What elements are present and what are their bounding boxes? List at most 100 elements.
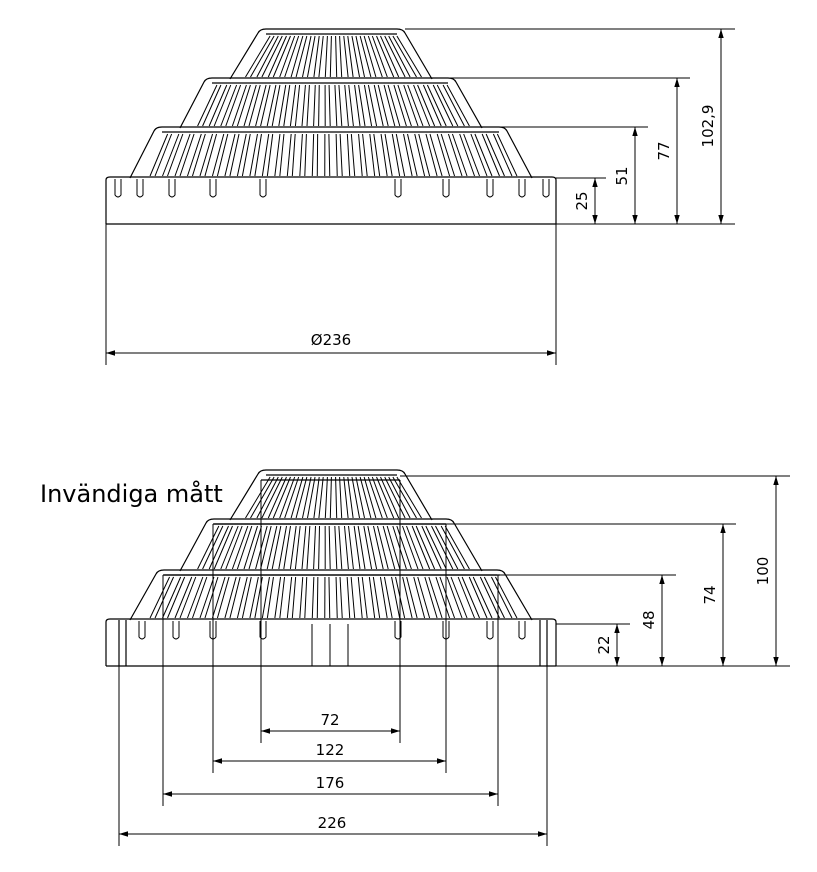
base-ring [105, 618, 557, 666]
strainer-rib [199, 133, 214, 177]
strainer-rib [213, 525, 233, 570]
strainer-rib [380, 476, 400, 519]
strainer-rib [350, 576, 356, 619]
strainer-rib [213, 84, 232, 127]
strainer-rib [254, 133, 262, 177]
strainer-rib [339, 133, 343, 177]
strainer-rib [383, 576, 393, 619]
strainer-rib [354, 84, 361, 127]
strainer-rib [415, 525, 436, 570]
base-slot [486, 621, 494, 640]
strainer-rib [266, 84, 277, 127]
strainer-rib [283, 525, 291, 570]
strainer-rib [376, 476, 395, 519]
strainer-rib [154, 133, 173, 177]
strainer-rib [382, 525, 396, 570]
strainer-rib [440, 133, 456, 177]
strainer-rib [306, 525, 311, 570]
strainer-rib [450, 576, 468, 619]
base-slot [114, 179, 122, 198]
strainer-rib [388, 476, 411, 519]
strainer-rib [266, 133, 274, 177]
base-slot [209, 179, 217, 198]
strainer-rib [243, 525, 258, 570]
strainer-rib [313, 525, 316, 570]
strainer-rib [495, 576, 518, 619]
strainer-rib [384, 35, 406, 78]
strainer-rib [199, 576, 215, 619]
strainer-rib [403, 133, 413, 177]
strainer-rib [236, 576, 248, 619]
outer-height-label: 77 [655, 141, 673, 160]
strainer-rib [294, 84, 301, 127]
strainer-rib [231, 84, 247, 127]
strainer-rib [425, 525, 447, 570]
inner-height-label: 100 [754, 557, 772, 586]
strainer-rib [367, 525, 378, 570]
strainer-rib [311, 133, 315, 177]
strainer-rib [384, 133, 393, 177]
strainer-rib [261, 133, 270, 177]
strainer-rib [483, 576, 505, 619]
strainer-rib [179, 133, 195, 177]
strainer-rib [372, 576, 381, 619]
strainer-rib [431, 525, 454, 570]
base-slot [259, 621, 267, 640]
strainer-rib [414, 133, 426, 177]
tier-outline [229, 469, 433, 521]
strainer-rib [290, 35, 304, 78]
strainer-rib [306, 84, 310, 127]
strainer-rib [417, 84, 436, 127]
strainer-rib [204, 133, 218, 177]
strainer-rib [417, 576, 431, 619]
strainer-rib [357, 525, 366, 570]
strainer-rib [418, 133, 431, 177]
strainer-rib [346, 576, 351, 619]
strainer-rib [470, 133, 488, 177]
strainer-rib [272, 476, 291, 519]
strainer-rib [192, 133, 206, 177]
strainer-rib [361, 576, 368, 619]
inner-width-label: 72 [320, 711, 339, 729]
strainer-rib [267, 476, 287, 519]
strainer-rib [387, 84, 401, 127]
inner-height-label: 74 [701, 585, 719, 604]
inner-view: Invändiga mått [40, 469, 790, 846]
strainer-rib [479, 576, 500, 619]
strainer-rib [347, 476, 354, 519]
strainer-rib [491, 576, 513, 619]
tier-outline [129, 569, 533, 621]
strainer-rib [249, 133, 258, 177]
strainer-rib [368, 576, 376, 619]
strainer-rib [211, 576, 226, 619]
strainer-rib [289, 84, 297, 127]
strainer-rib [245, 35, 271, 78]
strainer-rib [290, 476, 304, 519]
strainer-rib [402, 525, 419, 570]
strainer-rib [348, 525, 354, 570]
strainer-rib [440, 525, 465, 570]
strainer-rib [406, 525, 424, 570]
strainer-rib [225, 525, 243, 570]
strainer-rib [229, 133, 240, 177]
strainer-rib [347, 35, 354, 78]
strainer-rib [329, 35, 332, 78]
strainer-rib [358, 133, 363, 177]
strainer-rib [395, 133, 406, 177]
strainer-rib [396, 476, 422, 519]
strainer-rib [220, 84, 238, 127]
strainer-rib [304, 576, 308, 619]
tier-outline [229, 28, 433, 80]
strainer-rib [261, 35, 283, 78]
strainer-rib [271, 84, 281, 127]
strainer-rib [167, 576, 186, 619]
strainer-rib [295, 476, 308, 519]
strainer-rib [266, 525, 278, 570]
strainer-rib [461, 576, 480, 619]
strainer-rib [343, 476, 349, 519]
strainer-rib [367, 84, 378, 127]
base-slot [394, 621, 402, 640]
base-slot [259, 179, 267, 198]
strainer-rib [386, 525, 401, 570]
diameter-label: Ø236 [311, 331, 351, 349]
